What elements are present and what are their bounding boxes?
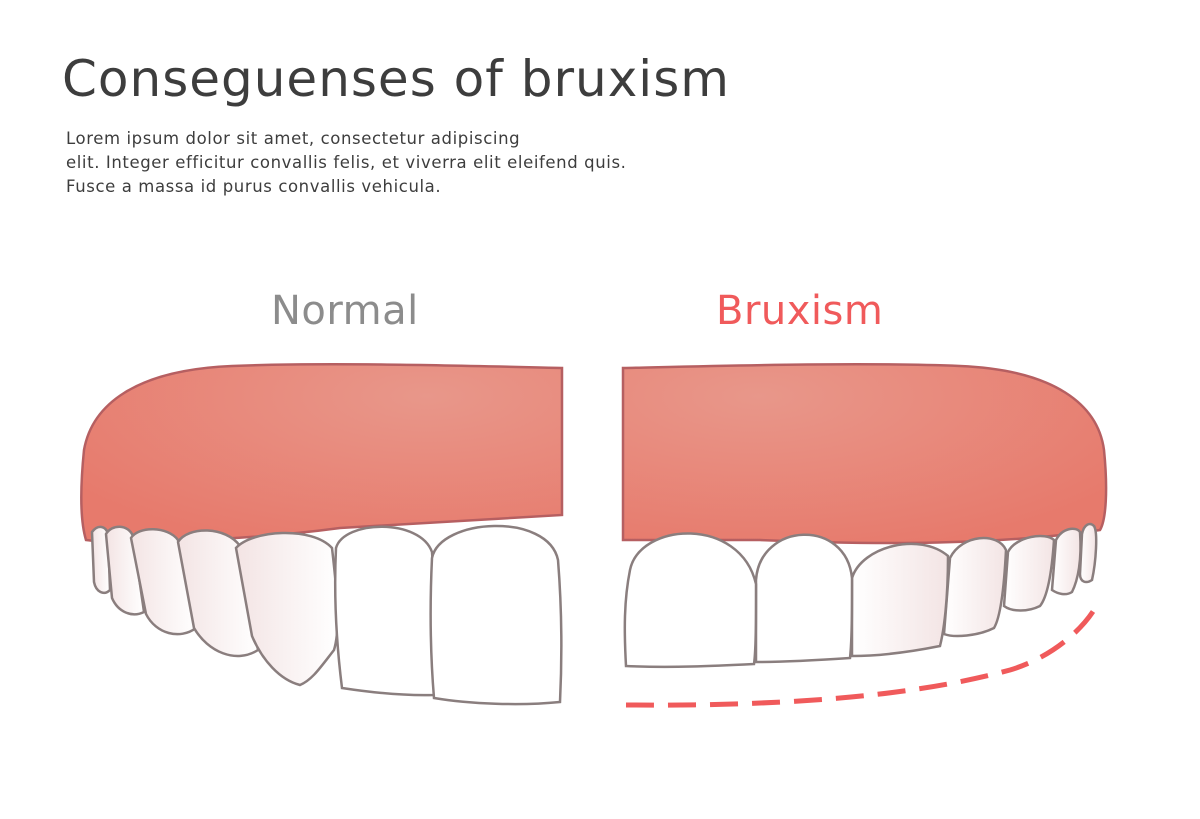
dashed-curve-icon [625,608,1097,708]
normal-teeth-icon [79,363,564,706]
back-tooth [1002,534,1056,612]
normal-label: Normal [271,288,419,334]
bruxism-label: Bruxism [716,288,884,334]
page-title: Conseguenses of bruxism [62,50,730,108]
central-incisor [623,532,758,669]
canine-tooth [234,531,339,687]
canine-tooth [850,542,950,658]
description-line: Fusce a massa id purus convallis vehicul… [66,177,442,196]
gum-shape [621,363,1108,545]
back-tooth [1078,522,1098,584]
premolar-tooth [942,536,1008,638]
gum-shape [79,363,564,544]
description-line: Lorem ipsum dolor sit amet, consectetur … [66,129,521,148]
description-line: elit. Integer efficitur convallis felis,… [66,153,627,172]
lateral-incisor [754,533,854,664]
back-tooth [1050,527,1082,596]
worn-teeth-icon [621,363,1108,708]
central-incisor [429,524,563,706]
description: Lorem ipsum dolor sit amet, consectetur … [66,127,627,199]
lateral-incisor [334,525,437,697]
